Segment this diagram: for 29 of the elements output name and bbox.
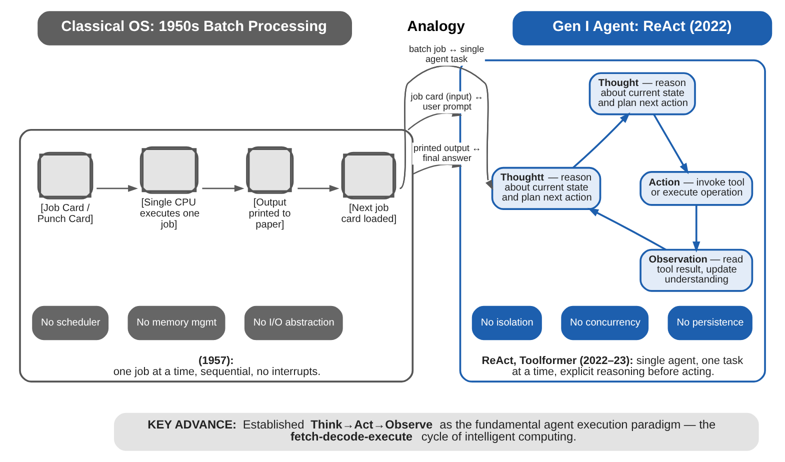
arrow bbox=[692, 205, 700, 252]
node-box: KEY ADVANCE: Established Think→Act→Observe as the fundamental agent execution paradigm — the fetch-decode-execute cycle of intelligent computing. bbox=[114, 412, 759, 451]
node-box: No concurrency bbox=[561, 306, 649, 340]
node-box: No I/O abstraction bbox=[244, 306, 343, 340]
node-label: [Job Card / Punch Card] bbox=[37, 203, 94, 226]
edge-label: batch job ↔ single agent task bbox=[408, 44, 484, 64]
node-label: [Output printed to paper] bbox=[248, 198, 291, 231]
label: Analogy bbox=[407, 18, 465, 35]
node-box: Gen I Agent: ReAct (2022) bbox=[512, 11, 772, 46]
node-box: Thought — reason about current state and plan next action bbox=[588, 72, 696, 116]
arrow bbox=[572, 112, 630, 168]
edge-label: job card (input) ↔ user prompt bbox=[410, 92, 484, 112]
arrow bbox=[298, 184, 340, 192]
arrow bbox=[653, 114, 689, 174]
arrow bbox=[96, 184, 138, 192]
node-label: [Single CPU executes one job] bbox=[140, 198, 200, 231]
node-box: No persistence bbox=[668, 306, 752, 340]
node-box: Thoughtt — reason about current state and plan next action bbox=[491, 166, 602, 210]
arrow bbox=[202, 184, 244, 192]
node-label: [Next job card loaded] bbox=[341, 203, 397, 226]
node-box: No scheduler bbox=[32, 306, 109, 340]
node-box: Action — invoke tool or execute operation bbox=[640, 171, 754, 206]
edge-label: printed output ↔ final answer bbox=[414, 142, 482, 163]
arrow bbox=[588, 208, 666, 251]
node-box: No memory mgmt bbox=[128, 306, 226, 340]
node-box: No isolation bbox=[472, 306, 542, 340]
arrow bbox=[399, 65, 494, 190]
node-box: Observation — read tool result, update understanding bbox=[640, 248, 754, 292]
node-box: Classical OS: 1950s Batch Processing bbox=[38, 11, 352, 46]
